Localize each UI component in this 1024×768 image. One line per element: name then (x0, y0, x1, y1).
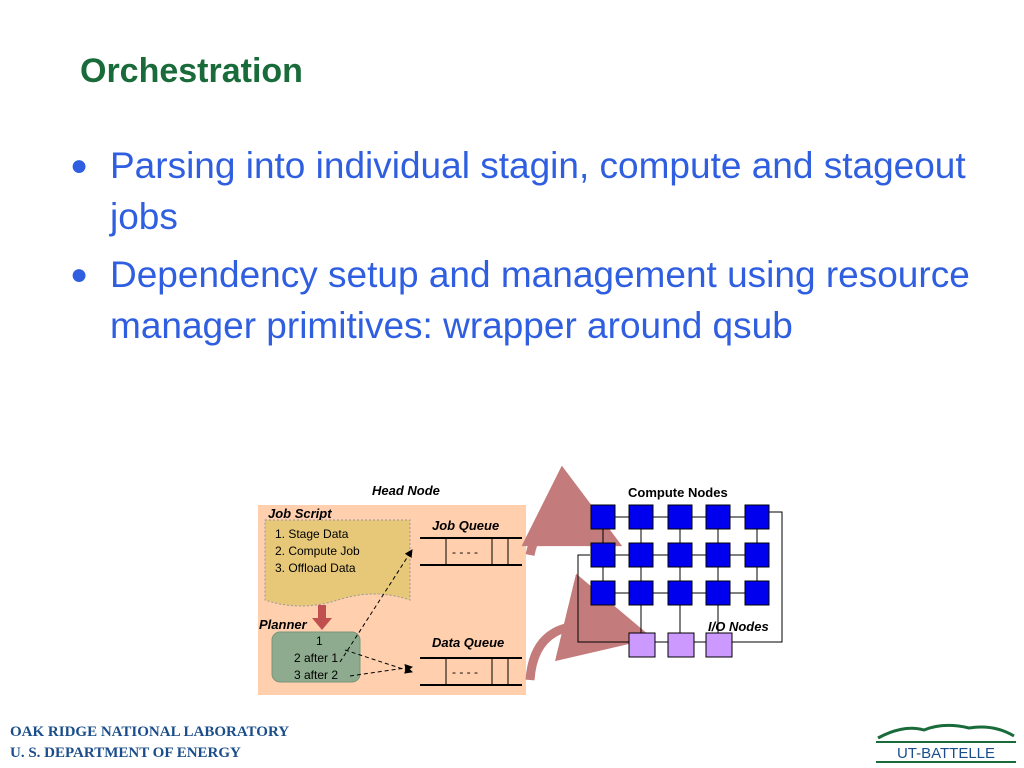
bullet-list: ● Parsing into individual stagin, comput… (70, 140, 970, 358)
compute-node (705, 542, 731, 568)
planner-step: 3 after 2 (294, 668, 338, 682)
planner-arrow-shaft (318, 605, 326, 619)
bullet-item: ● Parsing into individual stagin, comput… (70, 140, 970, 242)
bullet-text: Parsing into individual stagin, compute … (110, 145, 966, 237)
job-queue-label: Job Queue (432, 518, 499, 533)
compute-node (667, 580, 693, 606)
compute-node (667, 542, 693, 568)
bullet-item: ● Dependency setup and management using … (70, 249, 970, 351)
data-queue (420, 657, 522, 686)
ut-battelle-logo: UT-BATTELLE (876, 723, 1016, 763)
compute-node (705, 580, 731, 606)
job-script-step: 1. Stage Data (275, 527, 349, 541)
planner-label: Planner (259, 617, 308, 632)
bullet-dot-icon: ● (70, 149, 89, 182)
data-queue-placeholder: - - - - (452, 665, 478, 679)
compute-node (628, 542, 654, 568)
planner-arrow-head (312, 618, 332, 630)
dependency-arrow (349, 664, 413, 677)
ut-battelle-logo-text: UT-BATTELLE (897, 745, 995, 762)
dependency-arrow (339, 549, 413, 663)
compute-node (590, 580, 616, 606)
compute-node-grid (590, 504, 770, 606)
compute-nodes-label: Compute Nodes (628, 485, 728, 500)
slide-title: Orchestration (80, 52, 303, 90)
job-script-label: Job Script (268, 506, 332, 521)
compute-node (744, 504, 770, 530)
compute-node (628, 504, 654, 530)
io-nodes-label: I/O Nodes (708, 619, 769, 634)
io-node (705, 632, 733, 658)
job-script-step: 3. Offload Data (275, 561, 356, 575)
footer-department: U. S. DEPARTMENT OF ENERGY (10, 745, 241, 761)
compute-node (590, 542, 616, 568)
job-queue (420, 537, 522, 566)
io-node (667, 632, 695, 658)
data-queue-label: Data Queue (432, 635, 504, 650)
dispatch-arrow (525, 573, 654, 681)
mountain-outline-icon (877, 723, 1015, 740)
compute-node (705, 504, 731, 530)
job-script-document (264, 519, 411, 607)
compute-node (590, 504, 616, 530)
compute-node (744, 542, 770, 568)
job-script-step: 2. Compute Job (275, 544, 360, 558)
planner-step: 2 after 1 (294, 651, 338, 665)
planner-step: 1 (316, 634, 323, 648)
dispatch-arrow (521, 465, 623, 557)
io-node (628, 632, 656, 658)
bullet-dot-icon: ● (70, 258, 89, 291)
compute-node (744, 580, 770, 606)
planner-box (271, 631, 361, 683)
footer-lab-name: OAK RIDGE NATIONAL LABORATORY (10, 724, 290, 740)
compute-node (628, 580, 654, 606)
io-node-row (628, 632, 733, 658)
bullet-text: Dependency setup and management using re… (110, 254, 970, 346)
job-queue-placeholder: - - - - (452, 545, 478, 559)
compute-node (667, 504, 693, 530)
head-node-label: Head Node (372, 483, 440, 498)
